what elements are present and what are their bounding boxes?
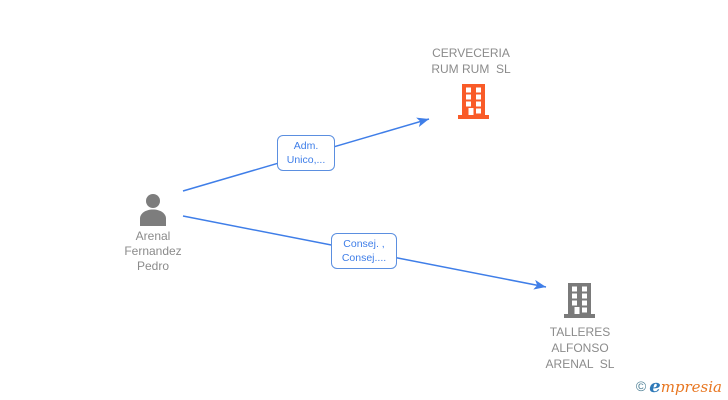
edge-label-adm-unico[interactable]: Adm. Unico,...	[277, 135, 335, 171]
edge-label-line: Adm.	[293, 140, 319, 152]
company-bottom-label-line: TALLERES	[549, 325, 611, 339]
company-bottom-label-line: ALFONSO	[551, 341, 609, 355]
company-bottom-label-line: ARENAL SL	[545, 357, 615, 371]
brand-initial: e	[649, 376, 661, 397]
building-icon[interactable]	[457, 84, 491, 120]
company-bottom-label[interactable]: TALLERES ALFONSO ARENAL SL	[500, 324, 660, 372]
person-label-line: Arenal	[135, 229, 171, 243]
edge-label-consej[interactable]: Consej. , Consej....	[331, 233, 397, 269]
edge-label-line: Consej. ,	[343, 238, 385, 250]
person-icon[interactable]	[136, 193, 170, 227]
edge-label-line: Consej....	[341, 252, 387, 264]
empresia-logo[interactable]: ©empresia	[636, 376, 722, 397]
building-icon[interactable]	[563, 283, 597, 319]
person-label-line: Pedro	[136, 259, 170, 273]
brand-rest: mpresia	[660, 378, 722, 396]
person-node-label[interactable]: Arenal Fernandez Pedro	[73, 229, 233, 274]
company-top-label-line: RUM RUM SL	[431, 62, 511, 76]
person-label-line: Fernandez	[124, 244, 182, 258]
company-top-label-line: CERVECERIA	[432, 46, 510, 60]
copyright-symbol: ©	[635, 378, 647, 394]
edge-label-line: Unico,...	[286, 154, 326, 166]
company-top-label[interactable]: CERVECERIA RUM RUM SL	[391, 45, 551, 77]
